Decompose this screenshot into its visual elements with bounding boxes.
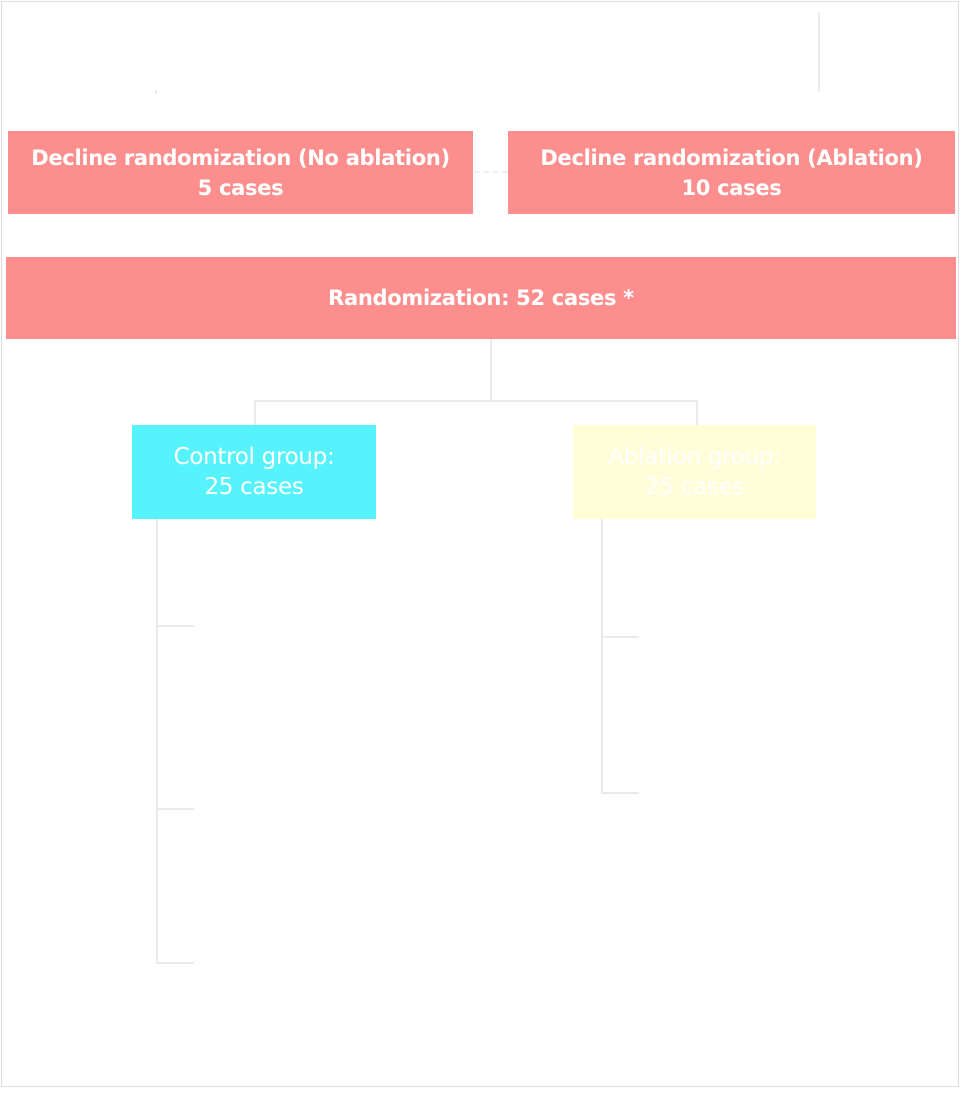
ablation-outcome-2-line-2: 1 ablation: 5 cases — [659, 785, 871, 811]
control-outcome-1-line-3: VF events — [269, 651, 381, 677]
control-outcome-2-line-1: 5 cases had VF — [240, 758, 410, 784]
control-group-count: 25 cases — [204, 474, 304, 500]
decline-ablation-label: Decline randomization (Ablation) — [540, 145, 923, 170]
screening-text: Screening 67 cases — [381, 35, 599, 61]
control-outcome-3-line-2: no event — [275, 955, 375, 981]
screening-node: Screening 67 cases — [300, 28, 680, 68]
control-outcome-no-cross-over: 5 cases had VF events but did not cross … — [190, 755, 460, 847]
split-horizontal-connector — [254, 400, 698, 402]
decline-ablation-box: Decline randomization (Ablation) 10 case… — [508, 131, 955, 214]
randomization-text: Randomization: 52 cases * — [328, 286, 634, 310]
control-outcome-1-line-1: 8 cases cross over — [221, 591, 429, 617]
decline-ablation-count: 10 cases — [681, 175, 782, 200]
ablation-outcome-1-line-1: No VF event after — [666, 598, 864, 624]
ablation-outcome-1-line-2: 1 ablation: 20 cases — [652, 628, 878, 654]
decline-no-ablation-label: Decline randomization (No ablation) — [31, 145, 450, 170]
ablation-branch-1 — [601, 636, 639, 638]
screening-right-connector — [818, 12, 820, 92]
control-trunk-connector — [156, 519, 158, 963]
control-outcome-3-line-1: 12 cases had — [250, 925, 400, 951]
control-group-box: Control group: 25 cases — [132, 425, 376, 519]
decline-dashed-connector — [474, 171, 508, 173]
ablation-trunk-connector — [601, 519, 603, 793]
ablation-outcome-vf: VF event after 1 ablation: 5 cases — [630, 752, 900, 814]
ablation-outcome-2-line-1: VF event after — [685, 755, 845, 781]
control-outcome-1-line-2: to ablation after — [234, 621, 416, 647]
control-branch-1 — [156, 625, 194, 627]
ablation-group-title: Ablation group: — [608, 444, 781, 470]
control-branch-2 — [156, 808, 194, 810]
control-group-title: Control group: — [173, 444, 335, 470]
ablation-group-box: Ablation group: 25 cases — [573, 425, 816, 519]
screening-left-connector — [155, 90, 157, 94]
ablation-outcome-no-vf: No VF event after 1 ablation: 20 cases — [630, 595, 900, 657]
split-right-connector — [696, 400, 698, 425]
control-outcome-cross-over: 8 cases cross over to ablation after VF … — [190, 588, 460, 680]
decline-no-ablation-box: Decline randomization (No ablation) 5 ca… — [8, 131, 473, 214]
ablation-branch-2 — [601, 792, 639, 794]
randomization-box: Randomization: 52 cases * — [6, 257, 956, 339]
control-outcome-2-line-3: cross over — [267, 818, 383, 844]
control-outcome-no-event: 12 cases had no event — [190, 922, 460, 984]
ablation-group-count: 25 cases — [644, 474, 745, 500]
control-branch-3 — [156, 962, 194, 964]
control-outcome-2-line-2: events but did not — [222, 788, 428, 814]
split-left-connector — [254, 400, 256, 425]
footnote: * 2 patients withdrew inform consent and… — [170, 1053, 792, 1077]
randomization-down-connector — [490, 339, 492, 401]
decline-no-ablation-count: 5 cases — [197, 175, 284, 200]
